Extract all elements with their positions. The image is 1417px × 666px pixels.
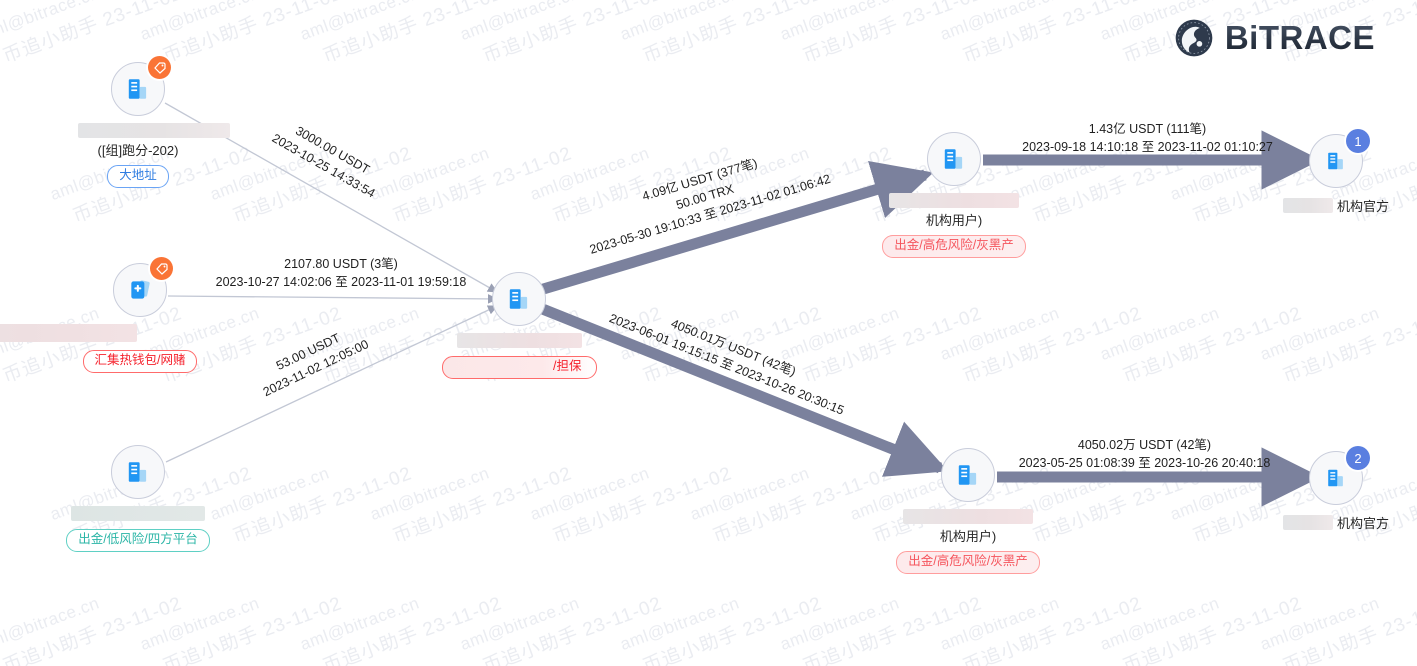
node-institution-user-top[interactable]: 机构用户) 出金/高危风险/灰黑产: [854, 132, 1054, 258]
bitrace-globe-icon: [1175, 19, 1213, 57]
node-tag[interactable]: 出金/高危风险/灰黑产: [896, 551, 1040, 574]
node-hot-wallet-gambling[interactable]: 汇集热钱包/网赌: [0, 257, 285, 373]
redacted-address: [1282, 515, 1333, 530]
building-icon: [128, 79, 147, 99]
edge-path-center-to-inst-bottom: [537, 302, 949, 477]
edge-path-platform-to-center: [165, 305, 499, 463]
node-label: 机构用户): [939, 529, 997, 544]
redacted-address: [903, 509, 1033, 524]
node-circle[interactable]: 2: [1309, 446, 1370, 505]
building-icon: [509, 289, 528, 309]
redacted-address: [78, 123, 230, 138]
redacted-address: [1282, 198, 1333, 213]
node-group-runner-202[interactable]: ([组]跑分-202) 大地址: [78, 56, 230, 188]
redacted-address: [0, 324, 137, 342]
node-tag[interactable]: 出金/低风险/四方平台: [66, 529, 210, 552]
node-circle[interactable]: [941, 448, 995, 502]
node-count-badge[interactable]: 2: [1346, 446, 1370, 470]
building-icon: [128, 462, 147, 482]
node-label: 机构官方: [1336, 516, 1389, 531]
node-circle[interactable]: 1: [1309, 129, 1370, 188]
node-label: 机构官方: [1336, 199, 1389, 214]
bitrace-logo[interactable]: BiTRACE: [1174, 18, 1375, 58]
node-tag[interactable]: 出金/高危风险/灰黑产: [882, 235, 1026, 258]
building-icon: [944, 149, 963, 169]
node-circle[interactable]: [113, 257, 173, 317]
building-icon: [958, 465, 977, 485]
redacted-address: [71, 506, 205, 521]
node-institution-user-bottom[interactable]: 机构用户) 出金/高危风险/灰黑产: [868, 448, 1068, 574]
building-icon: [1328, 469, 1343, 487]
node-center-guarantee[interactable]: /担保: [434, 272, 604, 379]
node-circle[interactable]: [927, 132, 981, 186]
node-tag[interactable]: 汇集热钱包/网赌: [82, 350, 198, 373]
tag-badge-icon: [150, 257, 173, 280]
node-circle[interactable]: [111, 56, 171, 116]
node-tag[interactable]: /担保: [441, 356, 597, 379]
node-label: 机构用户): [925, 213, 983, 228]
node-institution-official-top[interactable]: 1 机构官方: [1271, 129, 1401, 215]
node-institution-official-bottom[interactable]: 2 机构官方: [1271, 446, 1401, 532]
building-icon: [1328, 152, 1343, 170]
edge-path-center-to-inst-top: [538, 161, 934, 296]
node-circle[interactable]: [111, 445, 165, 499]
tag-badge-icon: [148, 56, 171, 79]
redacted-address: [889, 193, 1019, 208]
node-circle[interactable]: [492, 272, 546, 326]
wallet-card-icon: [131, 280, 150, 299]
edge-path-hotwallet-to-center: [167, 294, 499, 304]
brand-name: BiTRACE: [1224, 19, 1375, 56]
node-label: ([组]跑分-202): [97, 143, 179, 158]
redacted-address: [456, 333, 582, 348]
node-count-badge[interactable]: 1: [1346, 129, 1370, 153]
node-withdraw-low-risk-platform[interactable]: 出金/低风险/四方平台: [33, 445, 243, 552]
node-tag[interactable]: 大地址: [107, 165, 169, 188]
